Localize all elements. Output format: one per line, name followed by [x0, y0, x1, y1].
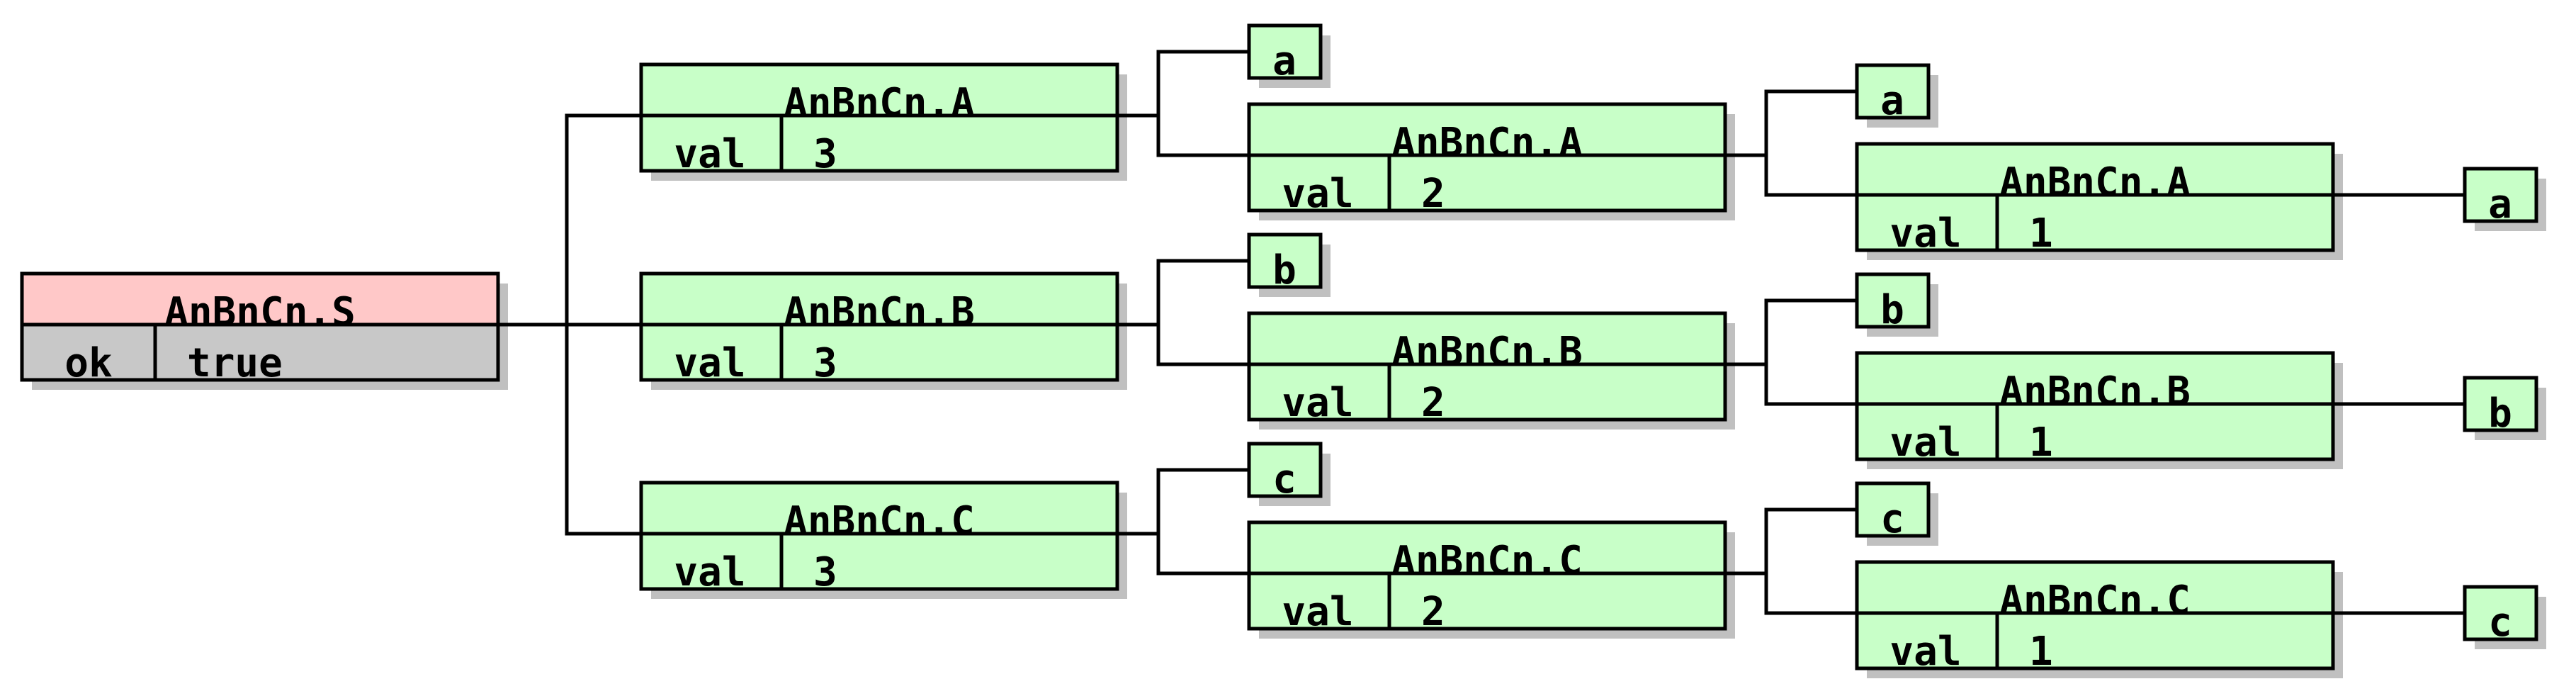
terminal-c-3[interactable]: c — [2463, 585, 2546, 649]
node-c-val3[interactable]: AnBnCn.C val 3 — [639, 481, 1127, 599]
terminal-label: a — [2488, 181, 2512, 228]
node-box[interactable] — [1247, 311, 1727, 422]
attr-name: val — [1889, 420, 1961, 466]
leaf-box[interactable] — [1247, 232, 1323, 289]
root-node-attr-row — [22, 325, 498, 380]
connector-fanout — [1764, 507, 1857, 615]
node-title: AnBnCn.B — [784, 289, 975, 335]
attr-value: 1 — [2029, 420, 2053, 466]
root-node-title: AnBnCn.S — [164, 289, 356, 335]
attr-name: val — [1889, 211, 1961, 257]
terminal-label: c — [2488, 600, 2512, 646]
leaf-box[interactable] — [2463, 376, 2538, 432]
leaf-box[interactable] — [2463, 585, 2538, 641]
root-attr-value: true — [187, 340, 283, 386]
attr-value: 3 — [813, 340, 837, 386]
terminal-b-3[interactable]: b — [2463, 376, 2546, 440]
attr-value: 2 — [1421, 380, 1445, 426]
attr-value: 1 — [2029, 629, 2053, 675]
terminal-a-3[interactable]: a — [2463, 167, 2546, 231]
connector-root-fanout — [565, 113, 641, 536]
node-box[interactable] — [639, 271, 1119, 382]
attr-name: val — [674, 131, 745, 177]
connector-fanout — [1764, 89, 1857, 197]
attr-value: 1 — [2029, 211, 2053, 257]
leaf-box[interactable] — [1855, 481, 1931, 538]
connector-fanout — [1156, 468, 1249, 576]
node-title: AnBnCn.B — [1999, 369, 2191, 415]
node-box[interactable] — [1247, 520, 1727, 631]
attr-value: 3 — [813, 549, 837, 595]
leaf-box[interactable] — [1855, 63, 1931, 120]
attr-value: 2 — [1421, 589, 1445, 635]
attr-name: val — [1282, 380, 1353, 426]
attr-value: 3 — [813, 131, 837, 177]
node-box[interactable] — [1855, 351, 2335, 461]
root-node[interactable]: AnBnCn.S ok true — [20, 271, 508, 390]
node-title: AnBnCn.A — [1999, 159, 2191, 206]
terminal-a-2[interactable]: a — [1855, 63, 1938, 128]
leaf-box[interactable] — [1247, 23, 1323, 80]
terminal-c-2[interactable]: c — [1855, 481, 1938, 546]
node-title: AnBnCn.B — [1391, 329, 1583, 375]
node-b-val3[interactable]: AnBnCn.B val 3 — [639, 271, 1127, 390]
terminal-label: b — [1272, 247, 1297, 293]
node-box[interactable] — [1855, 142, 2335, 252]
node-a-val2[interactable]: AnBnCn.A val 2 — [1247, 102, 1735, 220]
node-title: AnBnCn.A — [784, 80, 975, 126]
root-node-header — [22, 274, 498, 325]
node-b-val2[interactable]: AnBnCn.B val 2 — [1247, 311, 1735, 430]
leaf-box[interactable] — [2463, 167, 2538, 223]
terminal-label: a — [1272, 38, 1297, 84]
attr-name: val — [1282, 171, 1353, 217]
terminal-label: a — [1880, 78, 1904, 124]
leaf-box[interactable] — [1855, 272, 1931, 329]
terminal-a-1[interactable]: a — [1247, 23, 1331, 88]
connector-fanout — [1156, 50, 1249, 157]
root-attr-name: ok — [64, 340, 112, 386]
node-b-val1[interactable]: AnBnCn.B val 1 — [1855, 351, 2343, 469]
node-c-val1[interactable]: AnBnCn.C val 1 — [1855, 560, 2343, 678]
attr-name: val — [674, 340, 745, 386]
terminal-label: c — [1272, 456, 1297, 503]
node-c-val2[interactable]: AnBnCn.C val 2 — [1247, 520, 1735, 639]
branch-c: AnBnCn.C val 3 c AnBnCn.C val 2 c — [639, 442, 2546, 678]
attr-name: val — [1889, 629, 1961, 675]
connector-fanout — [1764, 298, 1857, 406]
terminal-label: b — [1880, 287, 1904, 333]
node-a-val3[interactable]: AnBnCn.A val 3 — [639, 62, 1127, 181]
connector-fanout — [1156, 259, 1249, 366]
attr-name: val — [1282, 589, 1353, 635]
terminal-label: b — [2488, 391, 2512, 437]
node-a-val1[interactable]: AnBnCn.A val 1 — [1855, 142, 2343, 260]
branch-b: AnBnCn.B val 3 b AnBnCn.B val 2 b — [639, 232, 2546, 469]
node-title: AnBnCn.C — [1999, 578, 2191, 624]
node-box[interactable] — [639, 481, 1119, 591]
root-node-border — [20, 271, 500, 382]
node-box[interactable] — [1855, 560, 2335, 670]
leaf-box[interactable] — [1247, 442, 1323, 498]
node-title: AnBnCn.C — [1391, 538, 1583, 584]
branch-a: AnBnCn.A val 3 a AnBnCn.A val 2 a — [639, 23, 2546, 260]
attr-value: 2 — [1421, 171, 1445, 217]
terminal-label: c — [1880, 496, 1904, 542]
node-box[interactable] — [1247, 102, 1727, 213]
node-title: AnBnCn.C — [784, 498, 975, 544]
terminal-c-1[interactable]: c — [1247, 442, 1331, 506]
terminal-b-2[interactable]: b — [1855, 272, 1938, 337]
attr-name: val — [674, 549, 745, 595]
terminal-b-1[interactable]: b — [1247, 232, 1331, 297]
node-box[interactable] — [639, 62, 1119, 173]
node-title: AnBnCn.A — [1391, 120, 1583, 166]
